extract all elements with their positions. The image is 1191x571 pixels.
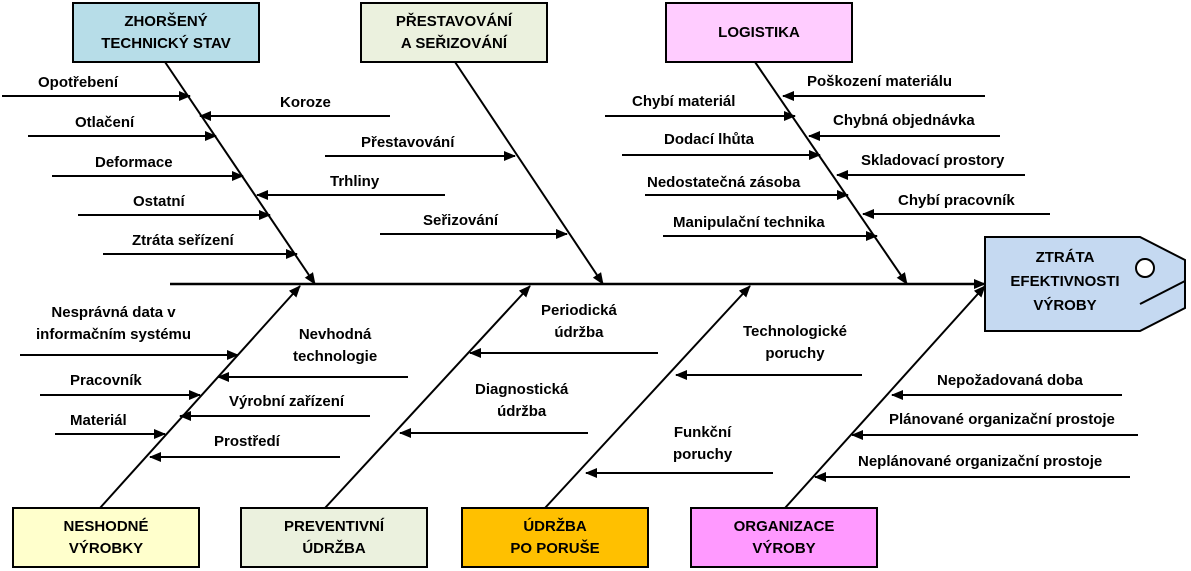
cause-label: Trhliny — [330, 173, 380, 190]
cause-label: Nepožadovaná doba — [937, 372, 1083, 389]
cause-label: Dodací lhůta — [664, 131, 755, 148]
cause-label: Ztráta seřízení — [132, 232, 234, 249]
bone-organizace — [784, 285, 986, 509]
cause-label: Neplánované organizační prostoje — [858, 453, 1103, 470]
cause-label: Technologické poruchy — [743, 323, 847, 362]
category-logistika: LOGISTIKA — [665, 2, 853, 63]
cause-label: Nedostatečná zásoba — [647, 174, 801, 191]
category-zhorseny-technicky-stav: ZHORŠENÝ TECHNICKÝ STAV — [72, 2, 260, 63]
cause-label: Funkční poruchy — [673, 424, 733, 463]
cause-label: Opotřebení — [38, 74, 119, 91]
cause-label: Deformace — [95, 154, 173, 171]
category-organizace-vyroby: ORGANIZACE VÝROBY — [690, 507, 878, 568]
category-preventivni-udrzba: PREVENTIVNÍ ÚDRŽBA — [240, 507, 428, 568]
bone-preventivni — [324, 285, 531, 509]
cause-label: Pracovník — [70, 372, 142, 389]
cause-label: Skladovací prostory — [861, 152, 1005, 169]
cause-label: Materiál — [70, 412, 127, 429]
cause-label: Výrobní zařízení — [229, 393, 345, 410]
bone-udrzba — [544, 285, 751, 509]
cause-label: Přestavování — [361, 134, 455, 151]
cause-label: Chybí pracovník — [898, 192, 1015, 209]
effect-shape — [984, 236, 1186, 332]
category-prestavovani-a-serizovani: PŘESTAVOVÁNÍ A SEŘIZOVÁNÍ — [360, 2, 548, 63]
effect-label: ZTRÁTA EFEKTIVNOSTI VÝROBY — [1010, 249, 1120, 314]
cause-label: Nesprávná data v informačním systému — [36, 304, 192, 343]
cause-label: Nevhodná technologie — [293, 326, 378, 365]
bone-logistika — [754, 61, 908, 285]
effect-circle — [1135, 258, 1155, 278]
cause-label: Plánované organizační prostoje — [889, 411, 1115, 428]
cause-label: Ostatní — [133, 193, 185, 210]
cause-label: Periodická údržba — [541, 302, 617, 341]
category-udrzba-po-poruse: ÚDRŽBA PO PORUŠE — [461, 507, 649, 568]
cause-label: Poškození materiálu — [807, 73, 953, 90]
bone-prestavovani — [454, 61, 604, 285]
category-neshodne-vyrobky: NESHODNÉ VÝROBKY — [12, 507, 200, 568]
cause-label: Chybí materiál — [632, 93, 736, 110]
cause-label: Prostředí — [214, 433, 280, 450]
effect-tick — [1139, 280, 1186, 305]
cause-label: Manipulační technika — [673, 214, 825, 231]
cause-label: Koroze — [280, 94, 331, 111]
cause-label: Chybná objednávka — [833, 112, 975, 129]
cause-label: Diagnostická údržba — [475, 381, 569, 420]
cause-label: Seřizování — [423, 212, 499, 229]
cause-label: Otlačení — [75, 114, 135, 131]
